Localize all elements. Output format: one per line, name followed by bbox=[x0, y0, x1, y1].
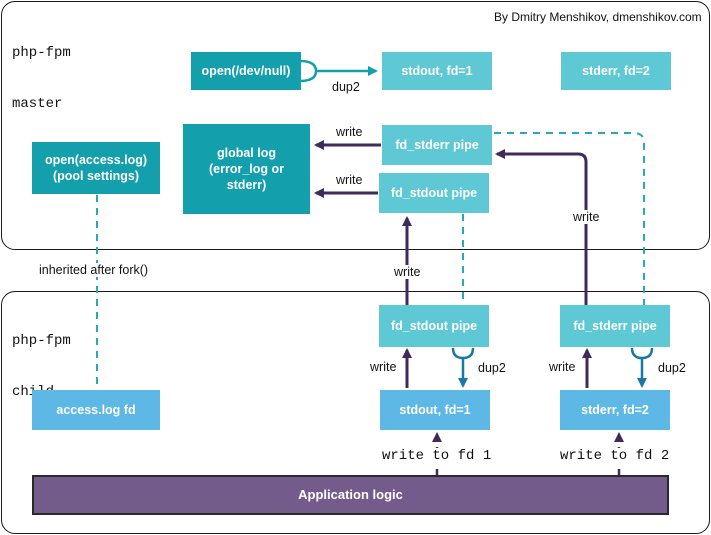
dashed-stderr-pipe-link bbox=[494, 132, 645, 305]
master-title-line1: php-fpm bbox=[12, 45, 71, 61]
write-stderr-to-pipe-label: write bbox=[549, 360, 576, 374]
write-child-stderr-pipe-up-label: write bbox=[572, 210, 601, 224]
open-dev-null-box: open(/dev/null) bbox=[191, 52, 301, 90]
global-log-box: global log (error_log or stderr) bbox=[183, 124, 310, 214]
write-stderr-to-global-label: write bbox=[336, 125, 363, 139]
master-stdout-box: stdout, fd=1 bbox=[382, 52, 492, 90]
open-access-log-box: open(access.log) (pool settings) bbox=[32, 142, 160, 194]
dup2-stdout-label: dup2 bbox=[478, 361, 506, 375]
child-stderr-box: stderr, fd=2 bbox=[560, 390, 670, 430]
child-fd-stderr-pipe-box: fd_stderr pipe bbox=[560, 305, 670, 347]
dup2-master-arc bbox=[299, 59, 318, 83]
write-stdout-to-global-label: write bbox=[336, 173, 363, 187]
arrow-child-stderr-pipe-up bbox=[495, 149, 588, 305]
child-stdout-box: stdout, fd=1 bbox=[380, 390, 490, 430]
child-fd-stdout-pipe-box: fd_stdout pipe bbox=[379, 305, 489, 347]
dup2-stderr-label: dup2 bbox=[658, 361, 686, 375]
master-title: php-fpm master bbox=[12, 11, 71, 130]
inherited-after-fork-label: inherited after fork() bbox=[37, 263, 151, 277]
dup2-stdout-arc bbox=[451, 347, 475, 360]
master-stderr-box: stderr, fd=2 bbox=[561, 52, 671, 90]
dup2-master-label: dup2 bbox=[332, 80, 360, 94]
master-title-line2: master bbox=[12, 96, 63, 112]
access-log-fd-box: access.log fd bbox=[32, 390, 160, 430]
application-logic-box: Application logic bbox=[32, 475, 669, 515]
credit: By Dmitry Menshikov, dmenshikov.com bbox=[494, 10, 702, 24]
master-region bbox=[1, 1, 710, 250]
write-to-fd1-label: write to fd 1 bbox=[382, 448, 492, 464]
master-fd-stderr-pipe-box: fd_stderr pipe bbox=[382, 125, 492, 165]
write-to-fd2-label: write to fd 2 bbox=[560, 448, 670, 464]
child-title-line1: php-fpm bbox=[12, 333, 71, 349]
write-child-stdout-pipe-up-label: write bbox=[393, 265, 422, 279]
dup2-stderr-arc bbox=[630, 347, 654, 360]
write-stdout-to-pipe-label: write bbox=[370, 360, 397, 374]
master-fd-stdout-pipe-box: fd_stdout pipe bbox=[379, 173, 489, 213]
